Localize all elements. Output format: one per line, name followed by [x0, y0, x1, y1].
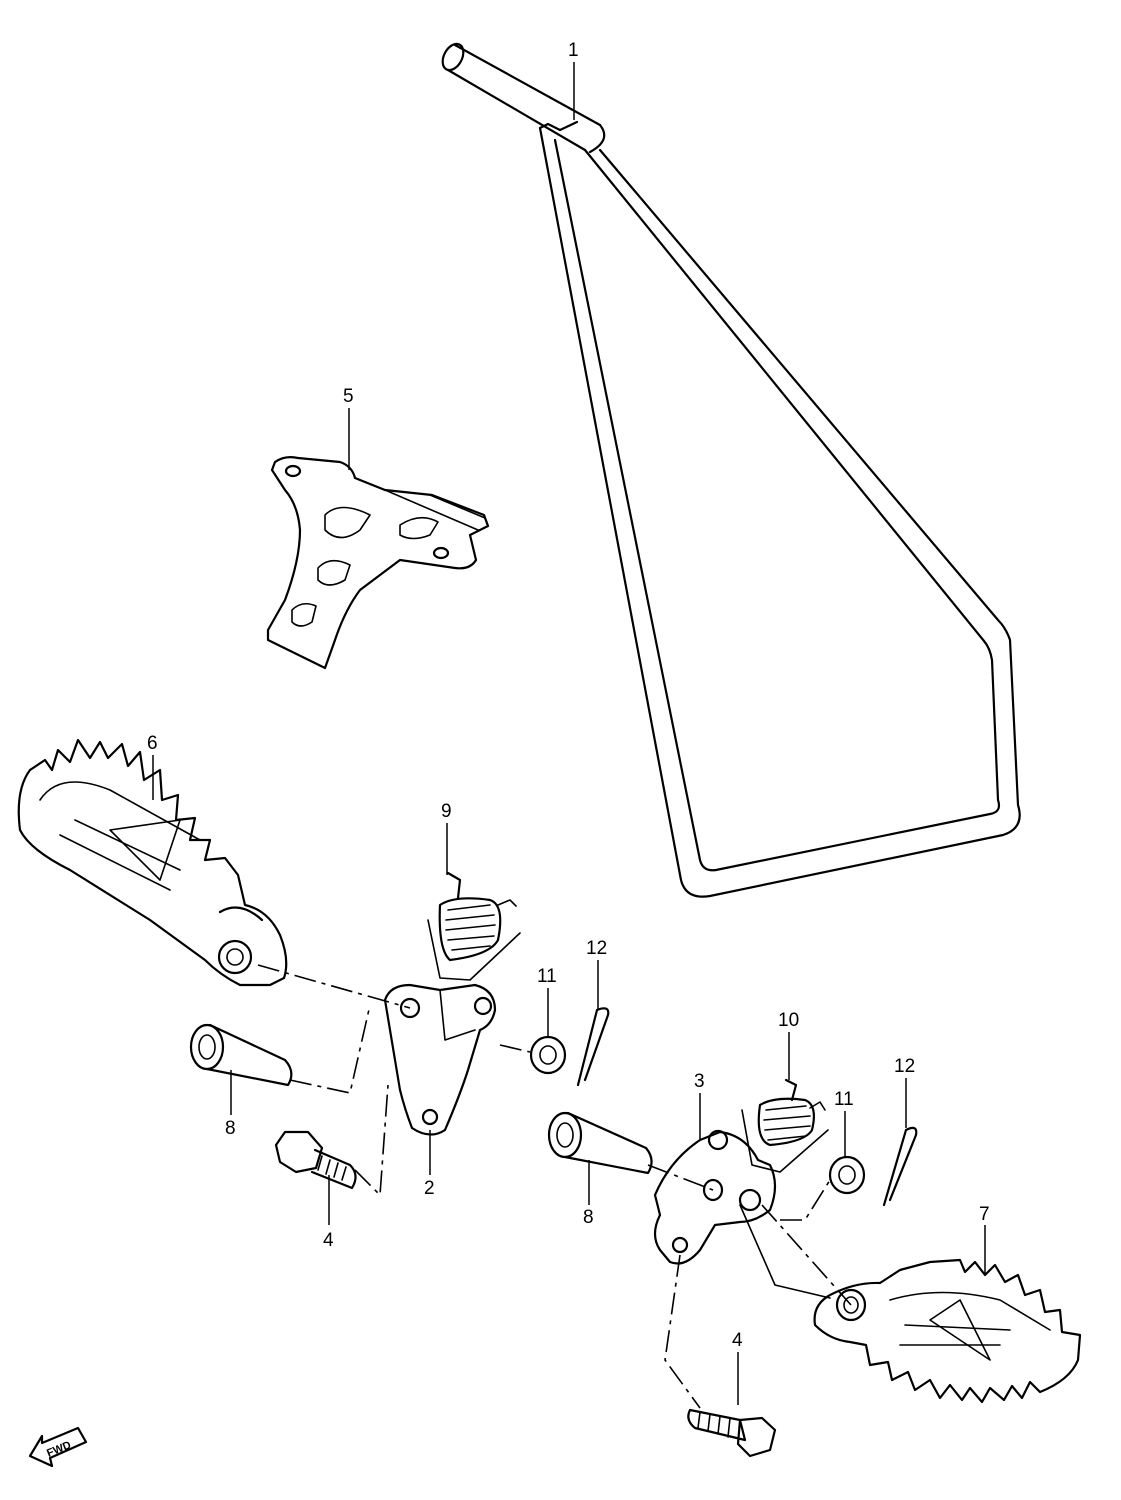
left-footpeg-bracket	[383, 983, 497, 1136]
callout-6: 6	[147, 733, 158, 754]
callout-9: 9	[441, 801, 452, 822]
callout-1: 1	[568, 40, 579, 61]
right-footpeg-bracket	[653, 1129, 777, 1265]
callout-5: 5	[343, 386, 354, 407]
right-pivot-pin	[547, 1111, 653, 1175]
callout-12-right: 12	[894, 1056, 915, 1077]
forward-direction-marker: FWD	[28, 1426, 88, 1468]
callout-10: 10	[778, 1010, 799, 1031]
assembly-lines	[257, 964, 852, 1409]
callout-8-left: 8	[225, 1118, 236, 1139]
callout-11-left: 11	[537, 966, 557, 987]
right-spring	[741, 1078, 829, 1173]
callouts: 1 5 6 9 12 11 10 3 12 11 8 2 4 8 7 4	[147, 40, 990, 1405]
callout-7: 7	[979, 1204, 990, 1225]
stand-bracket	[266, 456, 490, 670]
right-bolt	[687, 1408, 777, 1458]
right-cotter-pin	[882, 1126, 918, 1207]
left-pivot-pin	[189, 1023, 293, 1087]
callout-4-left: 4	[323, 1230, 334, 1251]
left-washer	[529, 1035, 567, 1075]
right-footpeg	[813, 1258, 1082, 1404]
callout-11-right: 11	[834, 1089, 854, 1110]
left-spring	[427, 871, 521, 981]
left-cotter-pin	[576, 1007, 610, 1087]
callout-2: 2	[424, 1178, 435, 1199]
callout-4-right: 4	[732, 1330, 743, 1351]
callout-8-right: 8	[583, 1207, 594, 1228]
callout-12-left: 12	[586, 938, 607, 959]
forward-arrow-icon	[28, 1426, 88, 1468]
left-footpeg	[17, 738, 288, 987]
right-washer	[828, 1155, 866, 1195]
callout-3: 3	[694, 1071, 705, 1092]
side-stand	[441, 42, 1021, 898]
left-bolt	[274, 1130, 357, 1190]
